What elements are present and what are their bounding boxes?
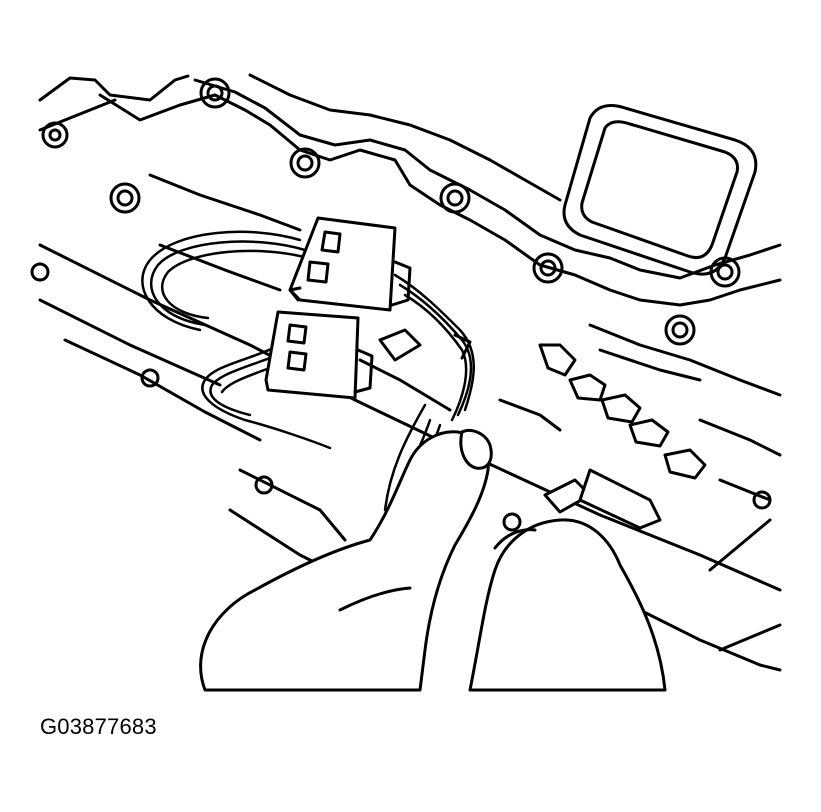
bolt-group: [30, 77, 772, 532]
left-hand: [199, 429, 493, 692]
valve-body-slots: [148, 173, 782, 572]
valve-body-plate: [30, 73, 782, 532]
transmission-wiring-illustration: [30, 73, 782, 692]
upper-connector: [288, 216, 412, 312]
lower-connector: [264, 310, 472, 400]
right-hand: [468, 468, 667, 692]
figure-code-label: G03877683: [40, 714, 157, 739]
inspection-cover: [562, 104, 758, 276]
